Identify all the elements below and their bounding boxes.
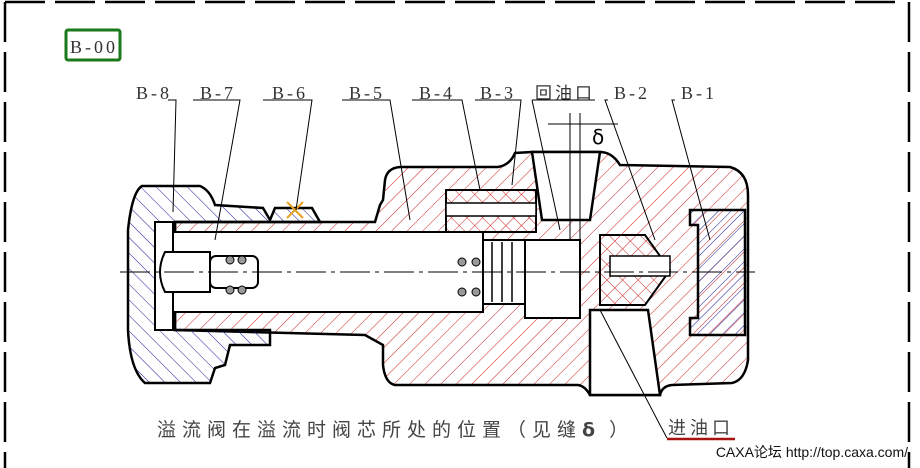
label-b4: B-4 — [419, 83, 455, 103]
label-b5: B-5 — [349, 83, 385, 103]
drawing-code-box: B-00 — [64, 28, 122, 62]
gap-symbol: δ — [592, 125, 604, 149]
cross-marker-icon — [286, 201, 304, 219]
spring-coils — [225, 255, 481, 297]
watermark: CAXA论坛 http://top.caxa.com/ — [715, 444, 908, 460]
seat-orifice — [609, 255, 671, 277]
caption: 溢流阀在溢流时阀芯所处的位置（见缝δ） — [157, 419, 634, 441]
label-b6: B-6 — [272, 83, 308, 103]
drawing-code: B-00 — [70, 37, 118, 57]
return-port — [530, 150, 602, 222]
leader-lines — [168, 99, 711, 439]
part-labels: B-8 B-7 B-6 B-5 B-4 B-3 回油口 B-2 B-1 — [136, 83, 717, 103]
label-b7: B-7 — [200, 83, 236, 103]
label-return-port: 回油口 — [535, 84, 595, 103]
valve-spool — [524, 239, 581, 319]
label-b1: B-1 — [681, 83, 717, 103]
label-b2: B-2 — [614, 83, 650, 103]
label-inlet-port: 进油口 — [668, 418, 734, 439]
label-b3: B-3 — [480, 83, 516, 103]
drawing-frame — [3, 0, 911, 468]
nut-b8 — [126, 184, 323, 385]
label-b8: B-8 — [136, 83, 172, 103]
inlet-port — [588, 308, 662, 397]
